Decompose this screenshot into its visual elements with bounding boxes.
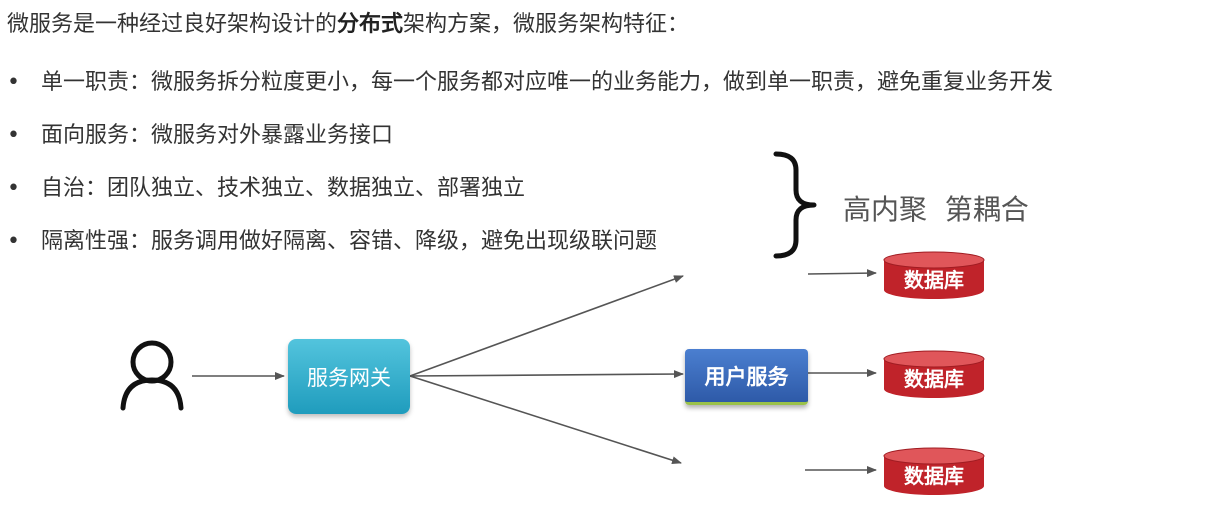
- bullet-text: 自治：团队独立、技术独立、数据独立、部署独立: [41, 176, 526, 201]
- database-top: 数据库: [882, 250, 986, 300]
- bullet-text: 单一职责：微服务拆分粒度更小，每一个服务都对应唯一的业务能力，做到单一职责，避免…: [41, 70, 1054, 95]
- gateway-box: 服务网关: [288, 339, 410, 414]
- user-service-label: 用户服务: [704, 364, 789, 389]
- database-label: 数据库: [904, 464, 964, 488]
- summary-label: 高内聚 第耦合: [843, 193, 1029, 226]
- database-label: 数据库: [904, 268, 964, 292]
- bullet-item: • 隔离性强：服务调用做好隔离、容错、降级，避免出现级联问题: [7, 223, 657, 255]
- bullet-item: • 单一职责：微服务拆分粒度更小，每一个服务都对应唯一的业务能力，做到单一职责，避…: [7, 64, 1053, 96]
- curly-brace: [773, 151, 817, 259]
- database-label: 数据库: [904, 367, 964, 391]
- bullet-marker: •: [7, 70, 20, 95]
- intro-prefix: 微服务是一种经过良好架构设计的: [7, 12, 338, 37]
- database-cylinder-icon: [883, 350, 985, 398]
- arrow-to-db-top: [807, 269, 877, 278]
- gateway-label: 服务网关: [307, 365, 391, 390]
- arrow-gateway-to-top: [409, 275, 684, 377]
- database-cylinder-icon: [883, 251, 985, 299]
- intro-text: 微服务是一种经过良好架构设计的分布式架构方案，微服务架构特征：: [7, 6, 689, 38]
- bullet-marker: •: [7, 176, 20, 201]
- database-bottom: 数据库: [882, 446, 986, 496]
- bullet-marker: •: [7, 123, 20, 148]
- bullet-item: • 自治：团队独立、技术独立、数据独立、部署独立: [7, 170, 525, 202]
- intro-bold: 分布式: [337, 12, 404, 37]
- intro-suffix: 架构方案，微服务架构特征：: [403, 12, 690, 37]
- arrow-gateway-to-user-service: [409, 370, 684, 379]
- bullet-item: • 面向服务：微服务对外暴露业务接口: [7, 117, 393, 149]
- bullet-text: 面向服务：微服务对外暴露业务接口: [41, 123, 394, 148]
- person-icon: [120, 340, 184, 411]
- database-middle: 数据库: [882, 349, 986, 399]
- database-cylinder-icon: [883, 447, 985, 495]
- user-service-box: 用户服务: [685, 349, 808, 405]
- bullet-marker: •: [7, 229, 20, 254]
- arrow-gateway-to-bottom: [409, 375, 682, 465]
- bullet-text: 隔离性强：服务调用做好隔离、容错、降级，避免出现级联问题: [41, 229, 658, 254]
